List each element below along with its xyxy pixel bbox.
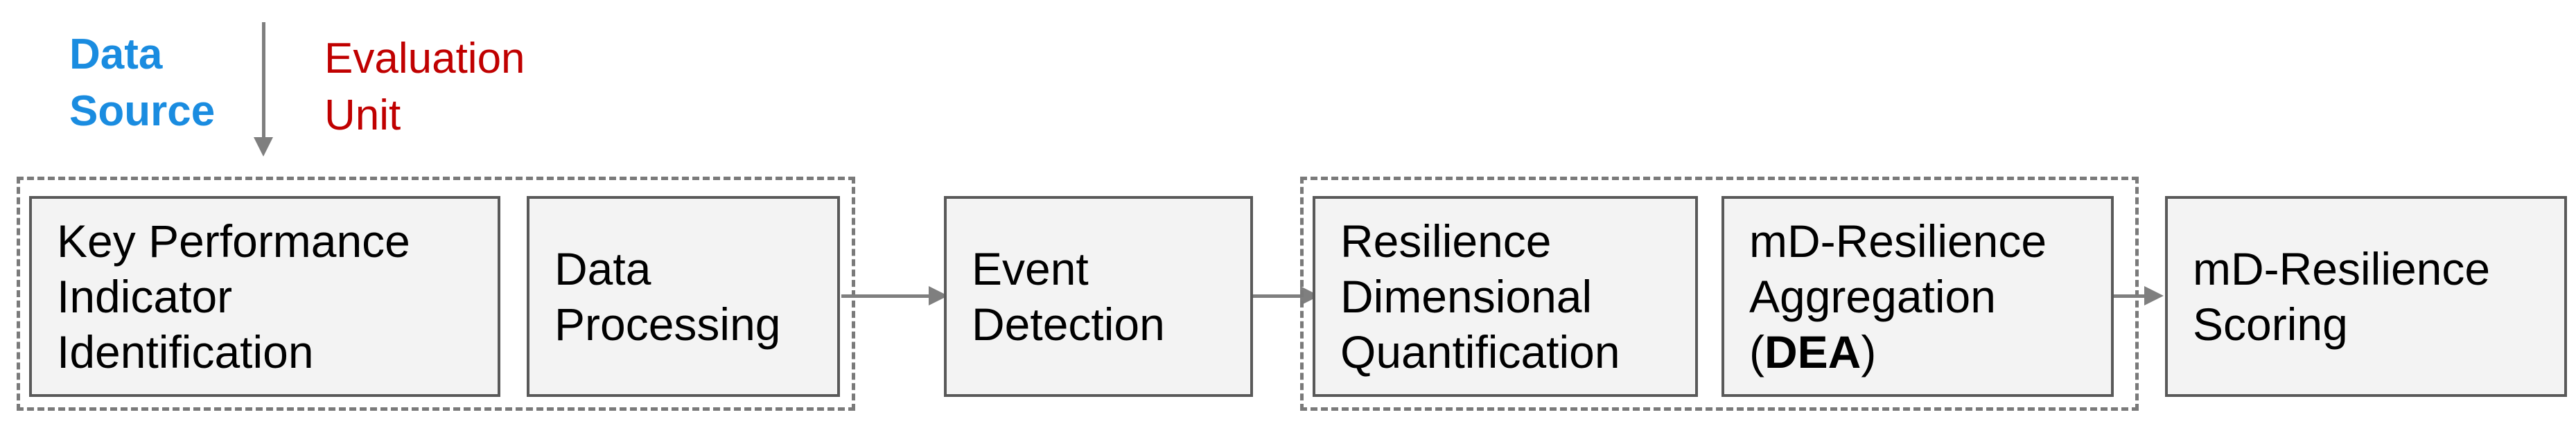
resilience-dimensional-label: Resilience Dimensional Quantification (1340, 215, 1620, 378)
arrow-to-scoring (2114, 294, 2148, 298)
scoring-label: mD-Resilience Scoring (2193, 243, 2491, 350)
aggregation-open-paren: ( (1749, 326, 1764, 378)
evaluation-unit-group (1300, 177, 2139, 411)
event-detection-label: Event Detection (972, 243, 1165, 350)
legend-data-source: Data Source (69, 30, 216, 135)
aggregation-line-1: mD-Resilience (1749, 215, 2047, 267)
legend-arrow-head (254, 137, 273, 157)
aggregation-dea-bold: DEA (1764, 326, 1861, 378)
kpi-identification-box: Key Performance Indicator Identification (29, 196, 500, 397)
legend-divider-line (262, 22, 265, 140)
data-source-group (17, 177, 855, 411)
arrow-to-scoring-head (2144, 286, 2164, 305)
event-detection-box: Event Detection (944, 196, 1253, 397)
arrow-to-evaluation-group (1253, 294, 1303, 298)
resilience-dimensional-box: Resilience Dimensional Quantification (1313, 196, 1698, 397)
aggregation-close-paren: ) (1861, 326, 1877, 378)
arrow-to-event-detection (841, 294, 931, 298)
data-processing-label: Data Processing (554, 243, 781, 350)
scoring-box: mD-Resilience Scoring (2165, 196, 2567, 397)
legend-evaluation-unit: Evaluation Unit (324, 35, 525, 139)
kpi-identification-label: Key Performance Indicator Identification (57, 215, 410, 378)
data-processing-box: Data Processing (527, 196, 840, 397)
aggregation-line-2: Aggregation (1749, 271, 1996, 322)
